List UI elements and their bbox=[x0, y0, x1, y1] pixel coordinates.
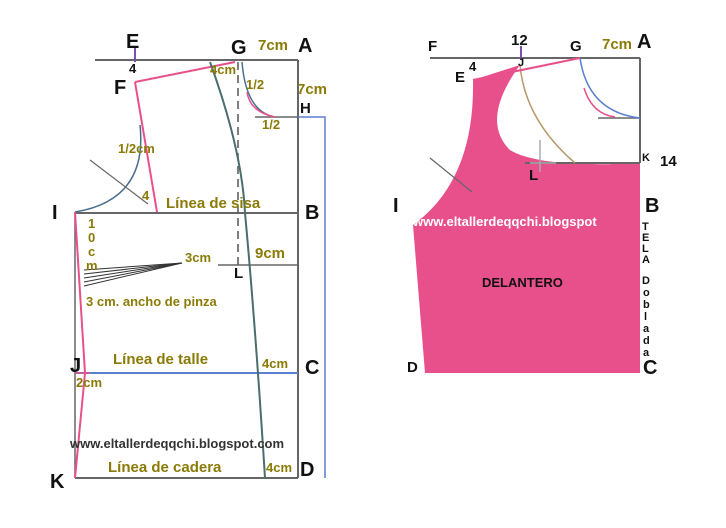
svg-text:L: L bbox=[642, 243, 649, 255]
svg-text:d: d bbox=[643, 335, 650, 347]
r-neckline-pink bbox=[583, 87, 616, 118]
r-point-14: 14 bbox=[660, 153, 677, 170]
dart bbox=[83, 262, 183, 287]
left-pattern: E G A F H I B L J C K D 4 7cm 7cm 4cm 1/… bbox=[50, 31, 327, 493]
point-G: G bbox=[231, 37, 247, 59]
side-7cm-label: 7cm bbox=[297, 81, 327, 98]
point-L: L bbox=[234, 265, 243, 282]
half-1-label: 1/2 bbox=[246, 77, 264, 92]
cadera-line-label: Línea de cadera bbox=[108, 459, 222, 476]
svg-text:D: D bbox=[642, 275, 650, 287]
dart-width-label: 3 cm. ancho de pinza bbox=[86, 294, 218, 309]
left-watermark: www.eltallerdeqqchi.blogspot.com bbox=[69, 436, 284, 451]
r-armhole-guide bbox=[429, 157, 473, 193]
fold-label: T E L A D o b l a d a bbox=[642, 221, 650, 359]
e-mark-label: 4 bbox=[129, 61, 137, 76]
talle-line-label: Línea de talle bbox=[113, 351, 208, 368]
r-armhole-outline bbox=[519, 64, 576, 164]
r-shoulder bbox=[472, 57, 581, 81]
point-D: D bbox=[300, 459, 314, 481]
svg-text:l: l bbox=[644, 311, 647, 323]
g-4cm-label: 4cm bbox=[210, 62, 236, 77]
svg-text:b: b bbox=[643, 299, 650, 311]
svg-text:A: A bbox=[642, 254, 650, 266]
r-point-12: 12 bbox=[511, 32, 528, 49]
shoulder-line bbox=[134, 61, 236, 83]
r-point-L: L bbox=[529, 167, 538, 184]
point-A: A bbox=[298, 35, 312, 57]
blue-frame bbox=[298, 116, 326, 478]
vert-0-label: 0 bbox=[88, 230, 95, 245]
svg-text:a: a bbox=[643, 347, 650, 359]
r-watermark: www.eltallerdeqqchi.blogspot bbox=[412, 214, 597, 229]
point-B: B bbox=[305, 202, 319, 224]
top-7cm-label: 7cm bbox=[258, 37, 288, 54]
svg-text:a: a bbox=[643, 323, 650, 335]
sisa-line-label: Línea de sisa bbox=[166, 195, 261, 212]
r-top-7cm: 7cm bbox=[602, 36, 632, 53]
r-point-E: E bbox=[455, 69, 465, 86]
right-pattern: F 12 G 7cm A E 4 J K 14 L I B D C www.el… bbox=[393, 31, 677, 379]
armhole-curve bbox=[74, 124, 142, 213]
point-I: I bbox=[52, 202, 58, 224]
point-F: F bbox=[114, 77, 126, 99]
vert-c-label: c bbox=[88, 244, 95, 259]
half-2-label: 1/2 bbox=[262, 117, 280, 132]
svg-text:E: E bbox=[642, 232, 649, 244]
waist-4cm-label: 4cm bbox=[262, 356, 288, 371]
svg-text:o: o bbox=[643, 287, 650, 299]
r-piece-name: DELANTERO bbox=[482, 275, 563, 290]
r-point-C: C bbox=[643, 357, 657, 379]
r-point-B: B bbox=[645, 195, 659, 217]
k-2cm-label: 2cm bbox=[76, 375, 102, 390]
r-point-I: I bbox=[393, 195, 399, 217]
point-K: K bbox=[50, 471, 65, 493]
fabric-piece bbox=[413, 65, 640, 373]
half-cm-label: 1/2cm bbox=[118, 141, 155, 156]
r-point-G: G bbox=[570, 38, 582, 55]
r-point-A: A bbox=[637, 31, 651, 53]
armhole-upper bbox=[134, 81, 158, 213]
r-neckline bbox=[579, 57, 641, 119]
armhole-guide bbox=[89, 159, 149, 205]
point-H: H bbox=[300, 100, 311, 117]
svg-text:T: T bbox=[642, 221, 649, 233]
side-curve bbox=[209, 61, 266, 479]
vert-1-label: 1 bbox=[88, 216, 95, 231]
r-e-mark: 4 bbox=[469, 59, 477, 74]
point-J: J bbox=[70, 355, 81, 377]
r-point-D: D bbox=[407, 359, 418, 376]
hip-4cm-label: 4cm bbox=[266, 460, 292, 475]
r-point-J: J bbox=[518, 57, 524, 69]
r-point-F: F bbox=[428, 38, 437, 55]
neck-window bbox=[497, 58, 640, 165]
side-9cm-label: 9cm bbox=[255, 245, 285, 262]
point-E: E bbox=[126, 31, 139, 53]
neckline-pink bbox=[246, 91, 276, 118]
point-C: C bbox=[305, 357, 319, 379]
sisa-4-label: 4 bbox=[142, 188, 150, 203]
vert-m-label: m bbox=[86, 258, 98, 273]
dart-3cm-label: 3cm bbox=[185, 250, 211, 265]
r-point-K: K bbox=[642, 152, 650, 164]
